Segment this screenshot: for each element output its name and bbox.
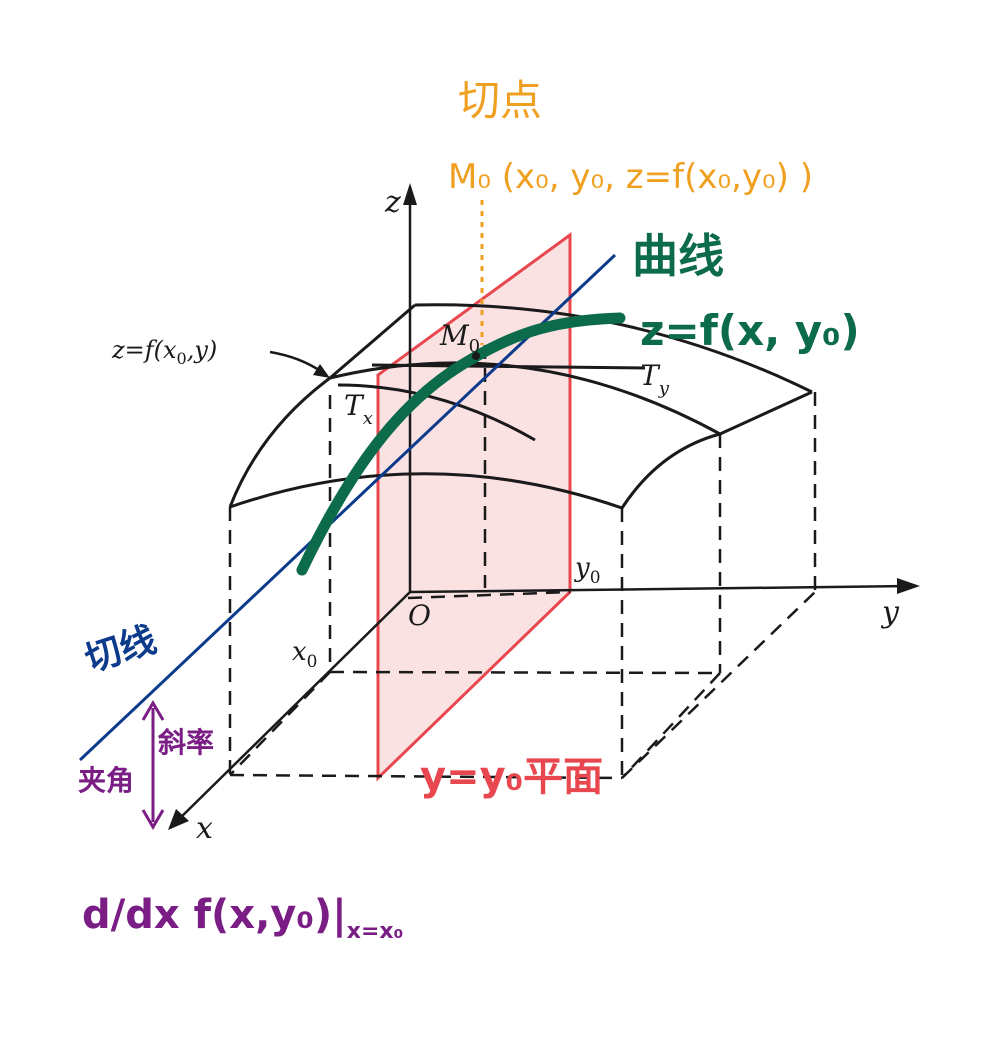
- curve-equation: z=f(x, y₀): [640, 306, 860, 355]
- tangent-point-M0: [472, 352, 480, 360]
- Ty-label: Ty: [640, 359, 670, 399]
- curve-z-f-x-y0: [296, 312, 626, 576]
- dashed-box: [228, 345, 817, 780]
- slope-angle-arrow: [141, 700, 165, 830]
- surface-patch: [228, 303, 813, 510]
- y-axis-arrowhead: [897, 578, 920, 594]
- x-axis-label: x: [196, 811, 213, 846]
- z-axis-label: z: [384, 185, 401, 220]
- M0-label: M0: [439, 319, 480, 357]
- slope-label: 斜率: [158, 726, 214, 759]
- y-axis: [409, 584, 916, 594]
- curve-title: 曲线: [632, 229, 724, 283]
- tangent-line: [78, 253, 617, 762]
- y-axis-label: y: [880, 595, 900, 630]
- plane-label: y=y₀平面: [420, 754, 603, 800]
- tangent-point-title: 切点: [458, 76, 542, 125]
- surface-curve-pointer: [269, 350, 323, 374]
- Tx-label: Tx: [344, 389, 373, 429]
- x-axis: [171, 591, 411, 827]
- tangent-point-coords: M₀ (x₀, y₀, z=f(x₀,y₀) ): [448, 157, 813, 197]
- surface-curve-pointer-head: [313, 364, 330, 378]
- x0-label: x0: [292, 637, 318, 672]
- z-axis-arrowhead: [403, 183, 417, 205]
- tangent-line-label: 切线: [80, 619, 161, 680]
- derivative-expression: d/dx f(x,y₀)|x=x₀: [82, 892, 403, 944]
- angle-label: 夹角: [78, 764, 134, 797]
- surface-curve-label: z=f(x0,y): [111, 336, 217, 368]
- plane-y-equals-y0: [376, 232, 572, 782]
- y0-label: y0: [574, 553, 601, 588]
- x-axis-arrowhead: [168, 809, 189, 830]
- origin-label: O: [408, 599, 431, 632]
